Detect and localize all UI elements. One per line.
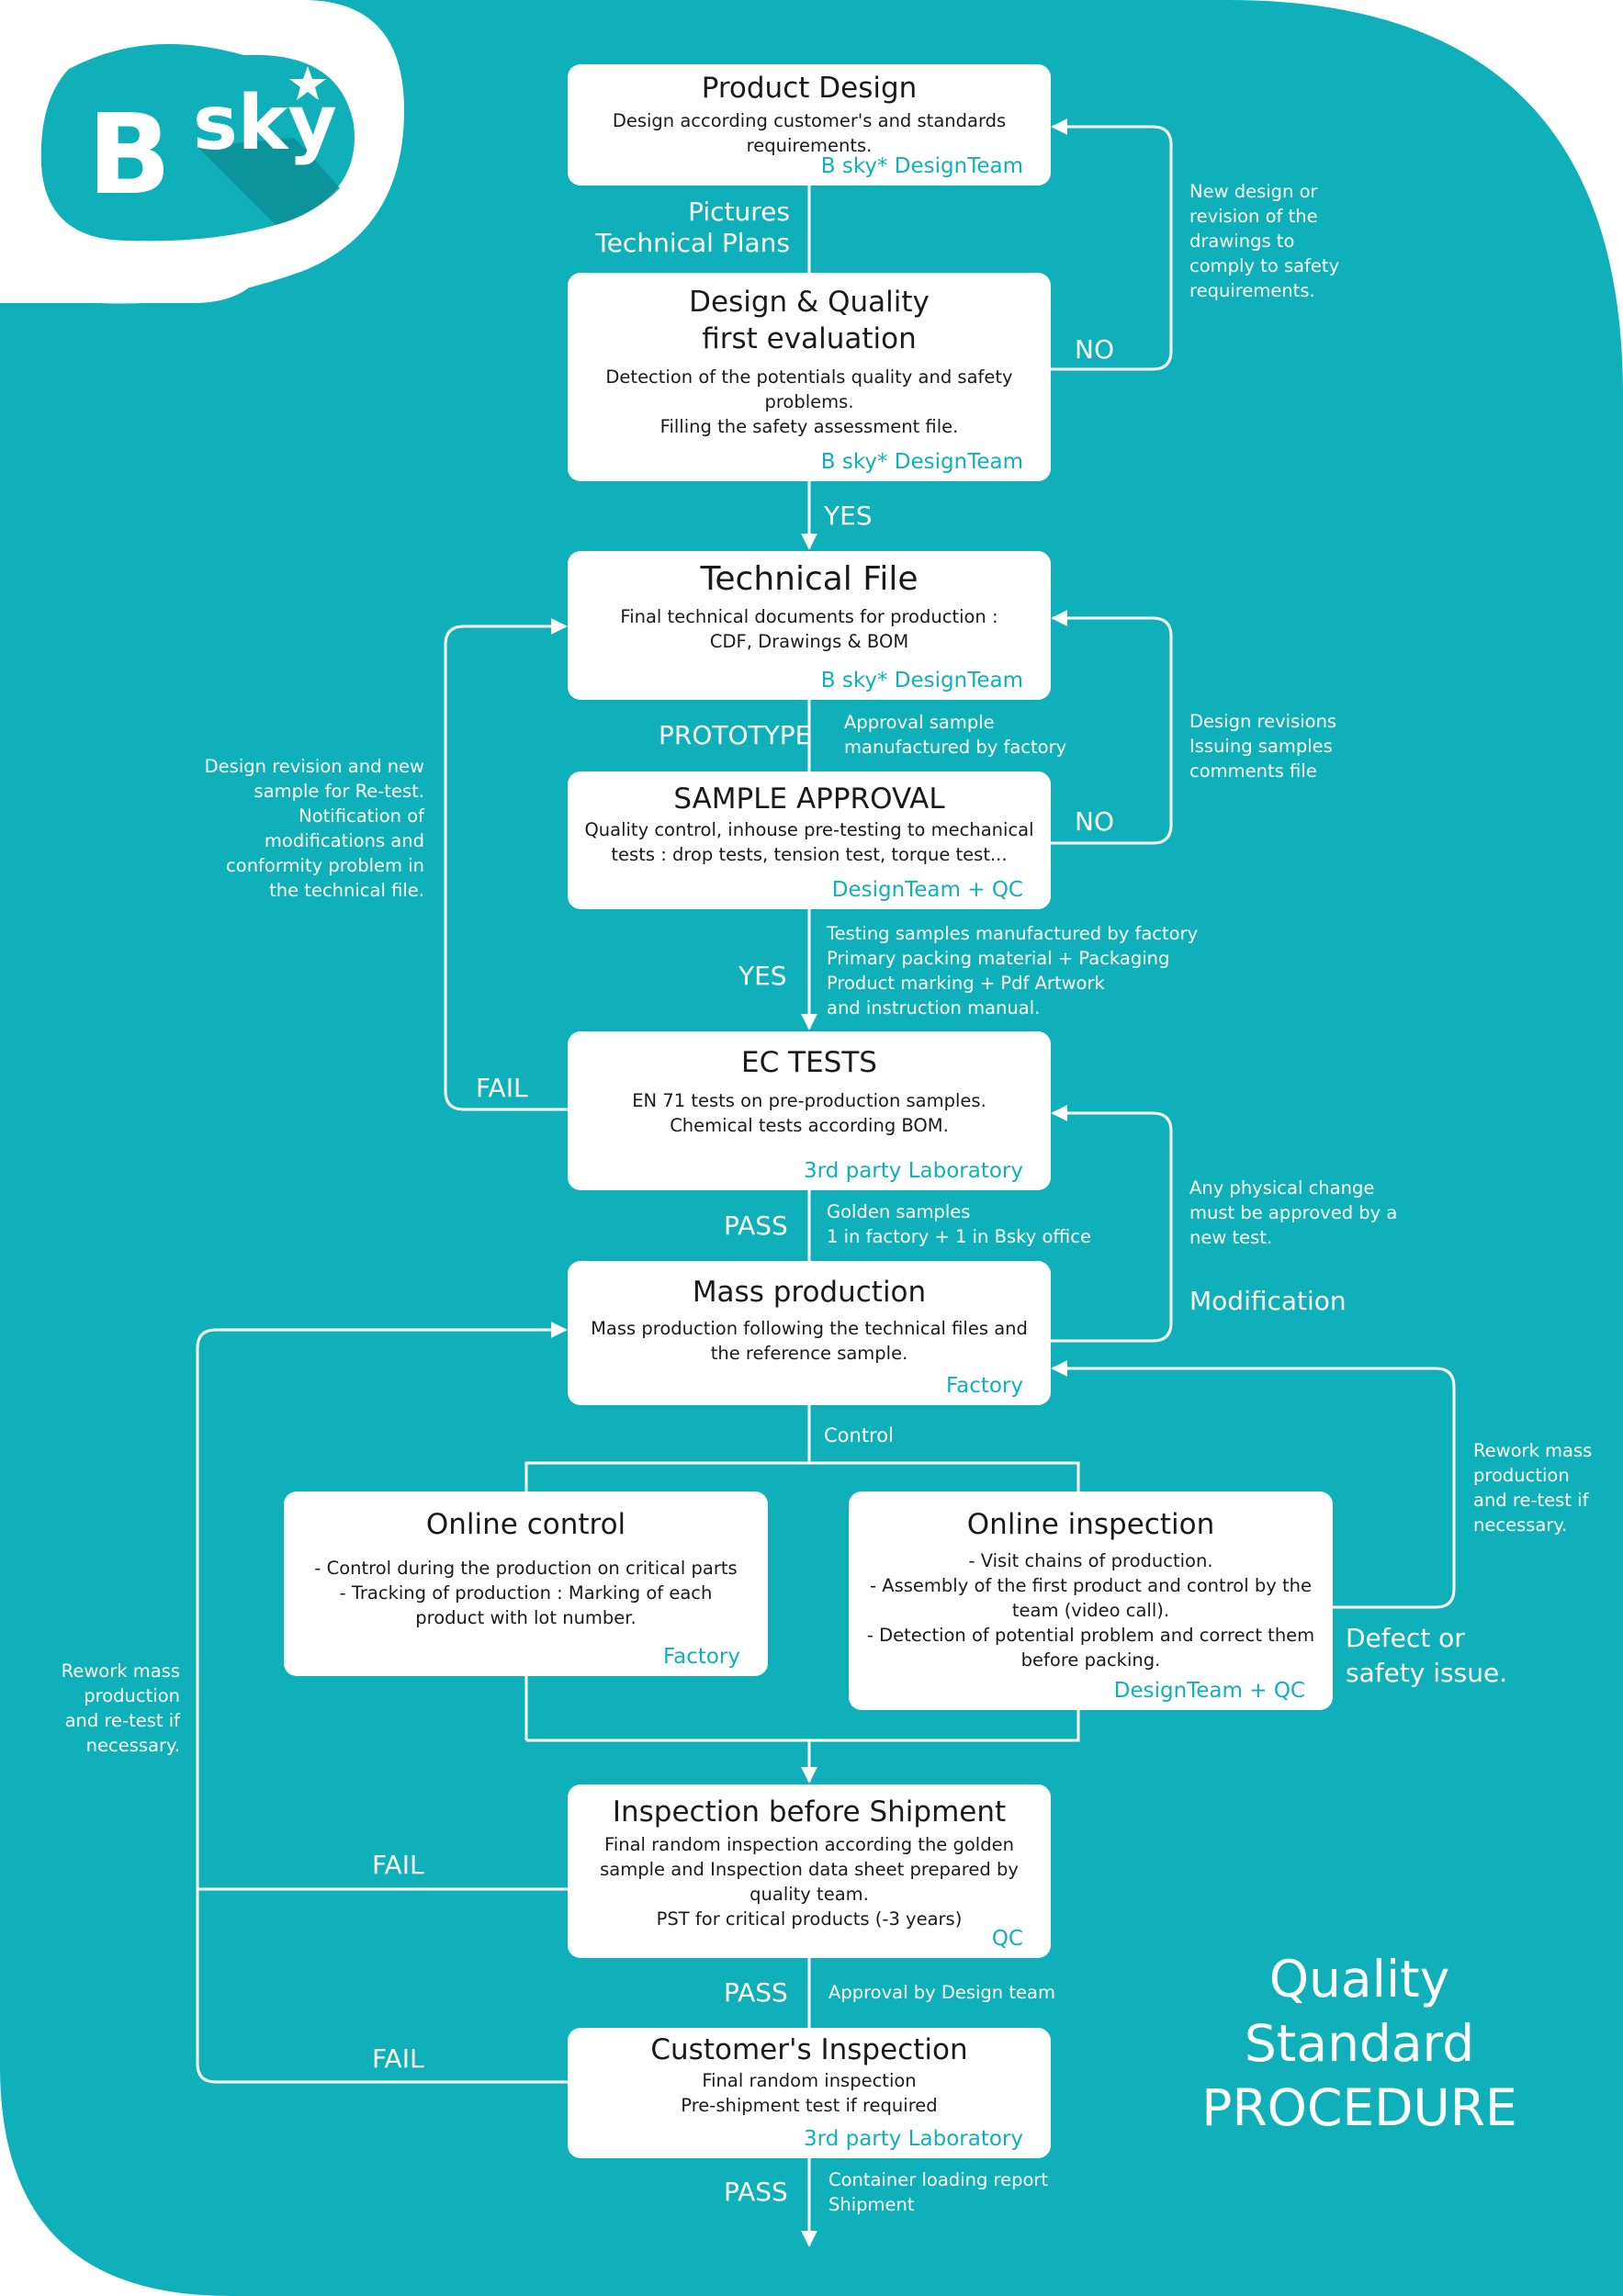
- box-owner: Factory: [945, 1374, 1023, 1398]
- label-pass: PASS: [724, 1977, 788, 2008]
- label-control: Control: [824, 1424, 894, 1446]
- box-inspection-shipment: Inspection before Shipment Final random …: [568, 1784, 1051, 1958]
- loop-fail-1: [444, 618, 568, 1111]
- bsky-logo: [0, 0, 404, 304]
- box-owner: 3rd party Laboratory: [804, 1159, 1023, 1183]
- box-desc: Mass production following the technical …: [591, 1318, 1028, 1364]
- box-desc: Final random inspection according the go…: [600, 1834, 1019, 1930]
- box-title: Inspection before Shipment: [612, 1795, 1007, 1829]
- box-online-control: Online control - Control during the prod…: [284, 1491, 768, 1676]
- box-title: Online control: [425, 1508, 626, 1541]
- connector-line: [526, 1710, 1080, 1742]
- label-fail: FAIL: [476, 1073, 528, 1103]
- box-title: Online inspection: [966, 1508, 1215, 1541]
- box-title: Mass production: [692, 1276, 927, 1309]
- loop-fail-2: [196, 1322, 568, 1891]
- box-title: Customer's Inspection: [650, 2033, 968, 2066]
- box-owner: B sky* DesignTeam: [820, 669, 1023, 692]
- label-modification: Modification: [1189, 1286, 1347, 1316]
- box-owner: DesignTeam + QC: [1113, 1679, 1305, 1703]
- loop-no-2: [1051, 610, 1173, 845]
- box-desc: Quality control, inhouse pre-testing to …: [584, 819, 1034, 865]
- logo-letter: B: [87, 92, 172, 219]
- box-desc: EN 71 tests on pre-production samples.Ch…: [632, 1090, 986, 1136]
- box-ec-tests: EC TESTS EN 71 tests on pre-production s…: [568, 1031, 1051, 1190]
- box-technical-file: Technical File Final technical documents…: [568, 551, 1051, 700]
- note-approval-design-team: Approval by Design team: [828, 1982, 1055, 2003]
- box-desc: Design according customer's and standard…: [612, 110, 1007, 156]
- box-owner: 3rd party Laboratory: [804, 2127, 1023, 2151]
- box-title: SAMPLE APPROVAL: [673, 782, 945, 816]
- label-pass: PASS: [724, 2177, 788, 2207]
- label-technical-plans: Technical Plans: [595, 228, 790, 258]
- box-owner: DesignTeam + QC: [831, 878, 1023, 902]
- box-sample-approval: SAMPLE APPROVAL Quality control, inhouse…: [568, 771, 1051, 909]
- box-title: EC TESTS: [741, 1046, 877, 1079]
- label-yes: YES: [738, 961, 787, 991]
- loop-no-1: [1051, 118, 1173, 371]
- box-mass-production: Mass production Mass production followin…: [568, 1261, 1051, 1405]
- label-pass: PASS: [724, 1210, 788, 1241]
- box-desc: Final technical documents for production…: [620, 606, 998, 652]
- connector-line: [524, 1461, 1080, 1509]
- box-title: Technical File: [700, 560, 919, 598]
- label-pictures: Pictures: [688, 197, 790, 227]
- page-title: Quality Standard PROCEDURE: [1201, 1950, 1517, 2137]
- label-no: NO: [1075, 334, 1114, 365]
- box-owner: B sky* DesignTeam: [820, 450, 1023, 474]
- box-owner: Factory: [662, 1645, 740, 1669]
- box-online-inspection: Online inspection - Visit chains of prod…: [849, 1491, 1333, 1710]
- box-desc: Detection of the potentials quality and …: [605, 366, 1013, 437]
- star-icon: [289, 66, 326, 100]
- label-fail: FAIL: [372, 2043, 424, 2074]
- label-prototype: PROTOTYPE: [659, 720, 812, 750]
- box-owner: QC: [991, 1927, 1023, 1951]
- label-no: NO: [1075, 806, 1114, 837]
- box-title: Product Design: [701, 72, 918, 105]
- loop-defect: [1051, 1360, 1456, 1609]
- box-owner: B sky* DesignTeam: [820, 154, 1023, 178]
- label-yes: YES: [824, 501, 873, 531]
- box-desc: - Control during the production on criti…: [314, 1558, 738, 1628]
- box-desc: - Visit chains of production.- Assembly …: [866, 1550, 1315, 1671]
- box-product-design: Product Design Design according customer…: [568, 64, 1051, 186]
- loop-fail-3: [196, 1889, 568, 2084]
- loop-modification: [1051, 1105, 1173, 1343]
- logo-word: sky: [193, 80, 337, 167]
- box-customer-inspection: Customer's Inspection Final random inspe…: [568, 2028, 1051, 2158]
- label-fail: FAIL: [372, 1850, 424, 1880]
